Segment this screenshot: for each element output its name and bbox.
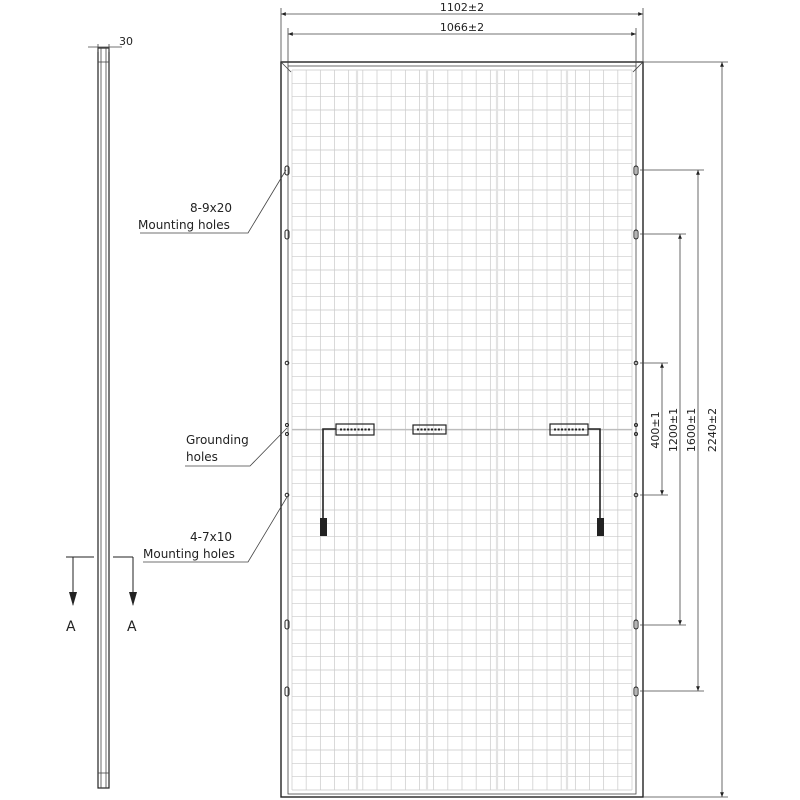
dimension-hole-spacing-1600: 1600±1 — [640, 169, 704, 692]
callout-text: 8-9x20 — [190, 201, 232, 215]
dimension-hole-spacing-400: 400±1 — [640, 362, 668, 496]
dimension-inner-width: 1066±2 — [287, 21, 637, 66]
section-marker-right — [113, 556, 137, 606]
junction-box-left — [320, 423, 375, 536]
dimension-overall-length: 2240±2 — [643, 61, 728, 798]
callout-text: holes — [186, 450, 218, 464]
callout-text: Mounting holes — [143, 547, 235, 561]
panel-front-view — [280, 61, 644, 798]
dimension-label: 1600±1 — [685, 408, 698, 452]
mounting-holes-large — [284, 165, 639, 697]
junction-box-center — [412, 424, 447, 435]
dimension-label: 1200±1 — [667, 408, 680, 452]
thickness-dimension-label: 30 — [119, 35, 133, 48]
dimension-label: 1066±2 — [440, 21, 484, 34]
dimension-label: 1102±2 — [440, 1, 484, 14]
grounding-holes — [285, 423, 638, 436]
callout-text: 4-7x10 — [190, 530, 232, 544]
dimension-overall-width: 1102±2 — [280, 1, 644, 62]
callout-text: Mounting holes — [138, 218, 230, 232]
dimension-label: 400±1 — [649, 411, 662, 448]
junction-box-right — [549, 423, 604, 536]
side-profile-view: 30 A A — [66, 35, 137, 789]
section-marker-left — [66, 556, 94, 606]
callout-mounting-holes-large: 8-9x20 Mounting holes — [138, 169, 287, 234]
connector-left — [320, 518, 327, 536]
dimension-hole-spacing-1200: 1200±1 — [640, 233, 686, 626]
callout-text: Grounding — [186, 433, 249, 447]
callout-grounding-holes: Grounding holes — [185, 427, 288, 467]
section-label-left: A — [66, 619, 76, 635]
cell-grid — [291, 69, 633, 791]
dimension-label: 2240±2 — [706, 408, 719, 452]
mounting-holes-small — [284, 360, 639, 498]
connector-right — [597, 518, 604, 536]
callout-mounting-holes-small: 4-7x10 Mounting holes — [143, 496, 288, 563]
section-label-right: A — [127, 619, 137, 635]
